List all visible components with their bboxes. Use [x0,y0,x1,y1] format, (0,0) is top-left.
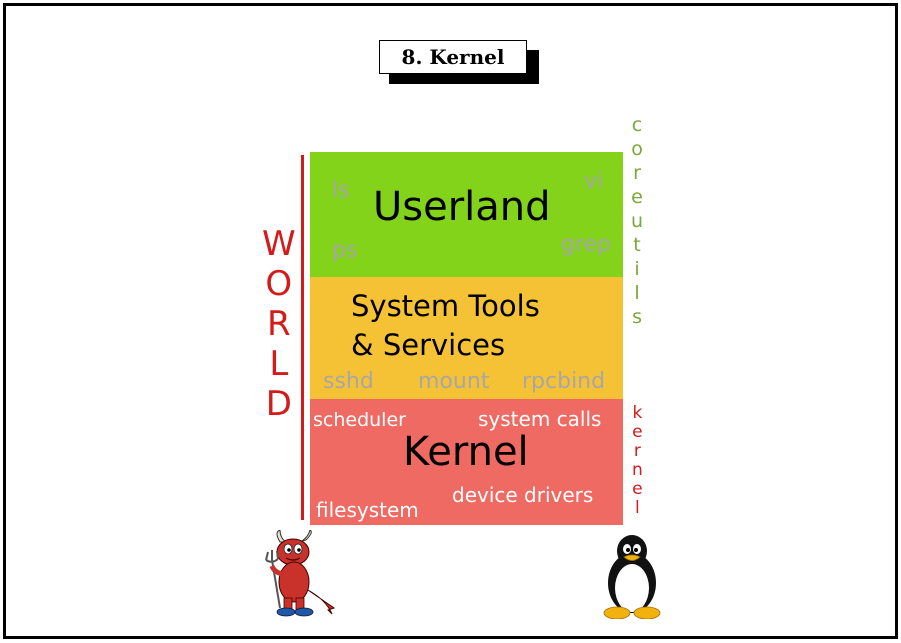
world-letter: R [267,304,291,344]
coreutils-letter: r [633,162,641,184]
coreutils-letter: s [632,306,642,328]
example-ps: ps [332,238,358,263]
slide-title: 8. Kernel [379,40,527,74]
tux-penguin-icon [603,535,661,619]
kernel-label: Kernel [403,429,529,475]
example-sshd: sshd [323,369,374,394]
coreutils-letter: i [634,258,640,280]
example-scheduler: scheduler [313,409,406,431]
coreutils-letter: l [634,282,640,304]
example-grep: grep [561,232,612,257]
world-label: W O R L D [262,224,296,424]
kernel-letter: n [632,460,643,480]
system-tools-label-line2: & Services [351,328,506,362]
example-filesystem: filesystem [316,498,419,522]
coreutils-letter: c [631,114,643,136]
kernel-layer: scheduler system calls Kernel device dri… [310,399,623,525]
kernel-letter: e [632,479,643,499]
world-letter: O [265,264,293,304]
coreutils-label: c o r e u t i l s [631,113,643,329]
userland-layer: ls vi Userland ps grep [310,152,623,277]
world-bracket-line [301,155,304,520]
system-tools-label-line1: System Tools [351,289,540,323]
coreutils-letter: o [631,138,643,160]
world-letter: D [265,384,292,424]
kernel-letter: e [632,422,643,442]
example-device-drivers: device drivers [452,483,594,507]
kernel-letter: k [632,403,643,423]
kernel-letter: l [635,498,640,518]
coreutils-letter: t [633,234,641,256]
world-letter: W [262,224,296,264]
example-vi: vi [584,169,604,194]
example-mount: mount [418,369,490,394]
coreutils-letter: e [631,186,643,208]
kernel-letter: r [633,441,641,461]
world-letter: L [269,344,289,384]
bsd-daemon-icon [265,530,336,617]
userland-label: Userland [373,184,551,230]
example-rpcbind: rpcbind [522,369,606,394]
coreutils-letter: u [631,210,644,232]
kernel-side-label: k e r n e l [632,404,643,518]
system-tools-layer: System Tools & Services sshd mount rpcbi… [310,277,623,399]
example-ls: ls [332,178,350,203]
example-system-calls: system calls [478,407,602,431]
